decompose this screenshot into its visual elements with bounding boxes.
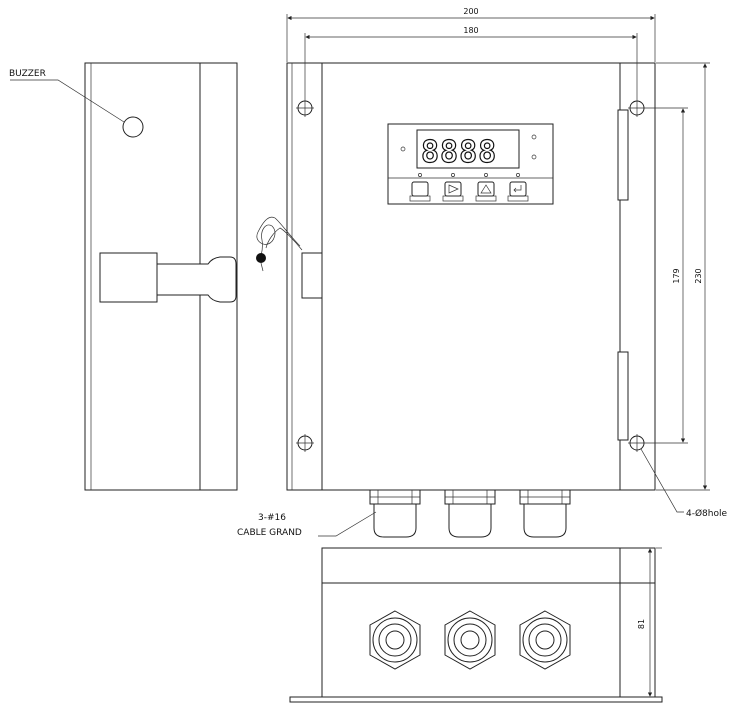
front-view: 8888 xyxy=(286,62,656,491)
power-led-icon xyxy=(400,146,406,152)
cable-gland xyxy=(444,489,496,538)
mounting-hole xyxy=(296,434,314,452)
base-plate xyxy=(289,696,663,703)
dim-81-label: 81 xyxy=(637,619,646,629)
status-led-icon xyxy=(516,173,520,177)
hole-label: 4-Ø8hole xyxy=(686,508,727,519)
enter-icon xyxy=(513,185,522,193)
right-tab-top xyxy=(617,109,629,201)
dim-230-label: 230 xyxy=(694,268,703,283)
buzzer-leader xyxy=(10,79,125,123)
indicator-led-icon xyxy=(531,134,537,140)
controller-panel: 8888 xyxy=(387,123,554,205)
buzzer-icon xyxy=(122,116,144,138)
buzzer-label: BUZZER xyxy=(9,69,46,79)
left-tab xyxy=(301,252,323,299)
hole-callout: 4-Ø8hole xyxy=(640,448,727,519)
dimension-180: 180 xyxy=(304,26,638,99)
latch-plate xyxy=(99,252,158,303)
gland-nut-icon xyxy=(369,610,421,670)
set-key[interactable] xyxy=(409,181,431,202)
shift-key[interactable] xyxy=(442,181,464,202)
cable-gland xyxy=(369,489,421,538)
dimension-179: 179 xyxy=(646,107,688,444)
dimension-200: 200 xyxy=(286,7,656,62)
up-arrow-icon xyxy=(480,184,492,194)
play-icon xyxy=(448,184,459,194)
bottom-body xyxy=(321,547,656,698)
dim-180-label: 180 xyxy=(463,26,478,35)
dimension-230: 230 xyxy=(656,62,710,491)
enter-key[interactable] xyxy=(507,181,529,202)
gland-nut-icon xyxy=(519,610,571,670)
cable-leader xyxy=(318,511,377,537)
dim-200-label: 200 xyxy=(463,7,478,16)
wire-plug-icon xyxy=(256,253,266,263)
right-tab-bottom xyxy=(617,351,629,441)
indicator-led-icon xyxy=(531,154,537,160)
bottom-view xyxy=(289,547,663,703)
wire-harness xyxy=(256,216,303,272)
gland-nut-icon xyxy=(444,610,496,670)
cable-gland xyxy=(519,489,571,538)
cable-qty-label: 3-#16 xyxy=(258,513,286,523)
display-digits: 8888 xyxy=(421,135,497,170)
wire-tail xyxy=(260,262,264,272)
status-led-icon xyxy=(451,173,455,177)
side-view: BUZZER xyxy=(9,62,238,491)
front-body xyxy=(286,62,656,491)
hole-leader xyxy=(640,448,684,513)
display-window xyxy=(416,129,520,169)
mounting-hole xyxy=(296,99,314,117)
wire-path-2 xyxy=(265,227,303,251)
up-key[interactable] xyxy=(475,181,497,202)
wire-path xyxy=(256,216,301,257)
status-led-icon xyxy=(418,173,422,177)
status-led-icon xyxy=(484,173,488,177)
latch-handle xyxy=(156,256,237,303)
cable-gland-callout: 3-#16 CABLE GRAND xyxy=(237,511,377,538)
cable-name-label: CABLE GRAND xyxy=(237,528,302,538)
mounting-hole xyxy=(628,434,646,452)
side-body xyxy=(84,62,238,491)
dimension-81: 81 xyxy=(637,547,662,697)
dim-179-label: 179 xyxy=(672,268,681,283)
mounting-hole xyxy=(628,99,646,117)
panel-frame xyxy=(387,123,554,205)
